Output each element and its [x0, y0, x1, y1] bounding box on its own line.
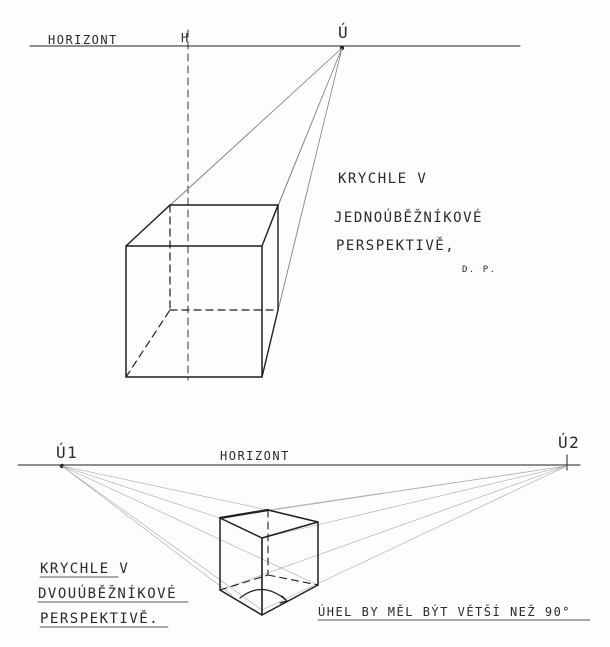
cube-front-face	[125, 245, 263, 378]
bottom-caption-line-3: PERSPEKTIVĚ.	[40, 610, 159, 627]
vanishing-point-label: Ú	[338, 23, 349, 42]
top-cube	[125, 204, 279, 378]
top-horizon-label: HORIZONT	[48, 33, 118, 47]
bottom-cube	[218, 508, 319, 616]
top-construction-rays	[125, 47, 343, 378]
bottom-caption-line-2: DVOUÚBĚŽNÍKOVÉ	[38, 584, 177, 602]
bottom-cube-top-face	[219, 509, 319, 539]
top-caption-line-2: JEDNOÚBĚŽNÍKOVÉ	[334, 208, 483, 226]
angle-arc-marker	[239, 588, 287, 601]
h-point-label: H	[181, 31, 190, 45]
angle-note: ÚHEL BY MĚL BÝT VĚTŠÍ NEŽ 90°	[318, 604, 571, 619]
author-initials: D. P.	[462, 265, 497, 275]
top-caption-line-3: PERSPEKTIVĚ,	[336, 237, 455, 254]
vp1-label: Ú1	[56, 443, 78, 462]
bottom-construction-rays	[61, 465, 568, 611]
vp2-label: Ú2	[558, 433, 580, 452]
bottom-caption-line-1: KRYCHLE V	[40, 561, 129, 577]
bottom-horizon-label: HORIZONT	[220, 449, 290, 463]
top-caption-line-1: KRYCHLE V	[338, 171, 427, 187]
top-caption: KRYCHLE V JEDNOÚBĚŽNÍKOVÉ PERSPEKTIVĚ, D…	[334, 171, 497, 275]
one-point-perspective-diagram: HORIZONT H Ú	[29, 23, 521, 381]
two-point-perspective-diagram: HORIZONT Ú1 Ú2	[17, 433, 591, 628]
bottom-caption: KRYCHLE V DVOUÚBĚŽNÍKOVÉ PERSPEKTIVĚ.	[37, 561, 189, 628]
